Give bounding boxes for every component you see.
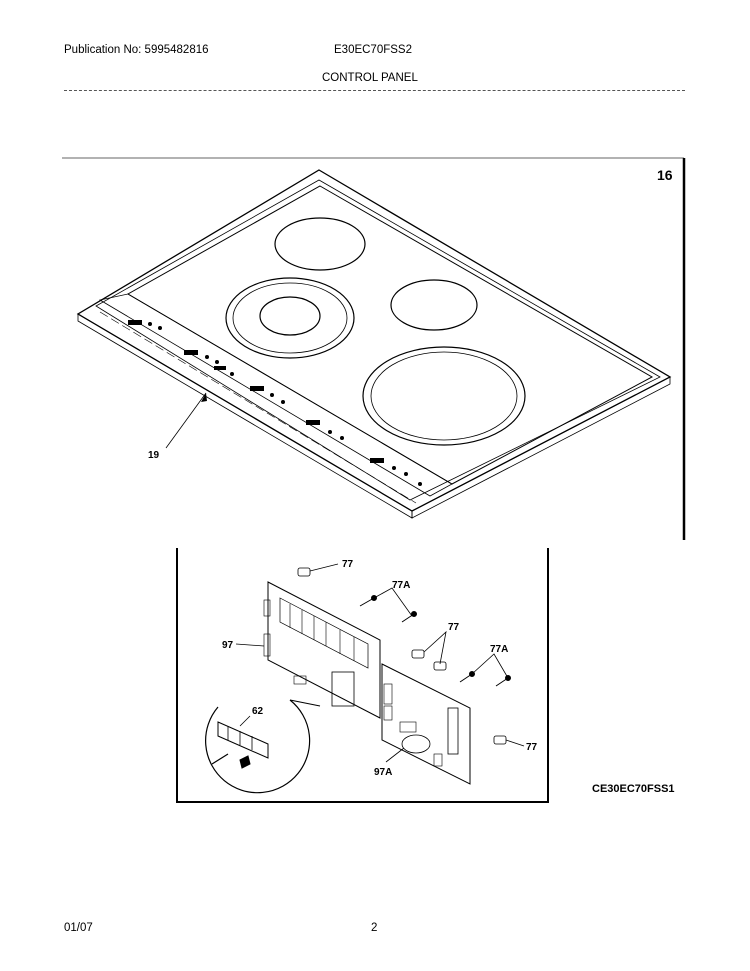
callout-77-mid: 77 <box>448 622 460 633</box>
board-97a-edge <box>383 705 393 721</box>
leader-97a <box>385 747 405 763</box>
control-key <box>306 420 320 425</box>
callout-77a-top: 77A <box>392 580 410 591</box>
fasteners <box>359 595 511 687</box>
burner-front-right-outer <box>362 346 526 446</box>
control-strip <box>98 293 453 497</box>
edge-connector <box>263 633 271 657</box>
leader-77a-top <box>373 587 413 617</box>
callout-62: 62 <box>252 706 264 717</box>
burner-front-left-inner <box>259 296 321 336</box>
front-vent-slots <box>99 311 417 504</box>
fastener-head <box>411 611 417 617</box>
detail-pointer <box>289 699 321 707</box>
control-key <box>340 436 344 440</box>
publication-number: Publication No: 5995482816 <box>64 44 209 56</box>
control-key <box>148 322 152 326</box>
control-key <box>392 466 396 470</box>
burner-front-right-inner <box>370 351 518 441</box>
burner-front-left-outer <box>225 277 355 359</box>
board-97a-connector <box>447 707 459 755</box>
board-97a-edge <box>383 683 393 705</box>
cooktop-side-edge <box>411 376 671 519</box>
section-title: CONTROL PANEL <box>322 72 418 84</box>
standoff-77 <box>297 567 311 577</box>
control-key <box>205 355 209 359</box>
control-touch-keys <box>128 320 422 486</box>
board-97a-outline <box>381 663 471 785</box>
standoff-77 <box>493 735 507 745</box>
burner-front-left-ring <box>232 282 348 354</box>
standoff-77 <box>411 649 425 659</box>
leader-arrow-19 <box>201 393 207 402</box>
board-97-outline <box>267 581 381 719</box>
burner-rear-right <box>390 279 478 331</box>
detail-circle <box>205 699 311 794</box>
callout-77-bottom: 77 <box>526 742 538 753</box>
leader-77a-mid <box>471 653 509 679</box>
control-key <box>270 393 274 397</box>
footer-date: 01/07 <box>64 922 93 934</box>
figure-number: 16 <box>657 167 673 183</box>
callout-97: 97 <box>222 640 234 651</box>
callout-19: 19 <box>148 450 160 461</box>
secondary-control-board <box>381 663 471 785</box>
bracket-62 <box>217 721 269 759</box>
detail-frame <box>176 548 549 803</box>
control-key <box>328 430 332 434</box>
control-key <box>370 458 384 463</box>
control-key <box>250 386 264 391</box>
callout-77-top: 77 <box>342 559 354 570</box>
bracket-nut <box>239 755 251 769</box>
page-number: 2 <box>371 922 378 934</box>
control-key <box>281 400 285 404</box>
edge-connector <box>263 599 271 617</box>
board-97-relays <box>279 597 369 669</box>
main-control-board <box>263 581 381 719</box>
leader-77-mid <box>423 630 447 665</box>
header-divider <box>64 90 685 91</box>
leader-97 <box>235 643 265 647</box>
control-key <box>128 320 142 325</box>
leader-77-bottom <box>505 739 525 747</box>
bracket-screw <box>211 753 229 765</box>
cooktop-assembly <box>76 169 672 519</box>
cooktop-glass-edge <box>95 179 661 501</box>
control-key <box>214 366 226 370</box>
control-key <box>230 372 234 376</box>
transformer <box>331 671 355 707</box>
buzzer <box>401 734 431 754</box>
cooktop-front-edge <box>77 313 413 519</box>
control-key <box>418 482 422 486</box>
control-key <box>404 472 408 476</box>
cooking-zone-border <box>126 185 654 485</box>
control-key <box>158 326 162 330</box>
bracket-detail <box>205 699 321 794</box>
bottom-connector <box>293 675 307 685</box>
callout-77a-mid: 77A <box>490 644 508 655</box>
leader-line-19 <box>165 392 207 449</box>
model-number: E30EC70FSS2 <box>334 44 412 56</box>
burner-rear-left <box>274 217 366 271</box>
leader-62 <box>239 715 251 727</box>
figure-code: CE30EC70FSS1 <box>592 783 675 795</box>
leader-lines <box>235 563 525 763</box>
callout-97a: 97A <box>374 767 392 778</box>
component <box>399 721 417 733</box>
control-key <box>184 350 198 355</box>
leader-77-top <box>309 563 339 572</box>
standoffs <box>297 567 507 745</box>
control-key <box>215 360 219 364</box>
component <box>433 753 443 767</box>
